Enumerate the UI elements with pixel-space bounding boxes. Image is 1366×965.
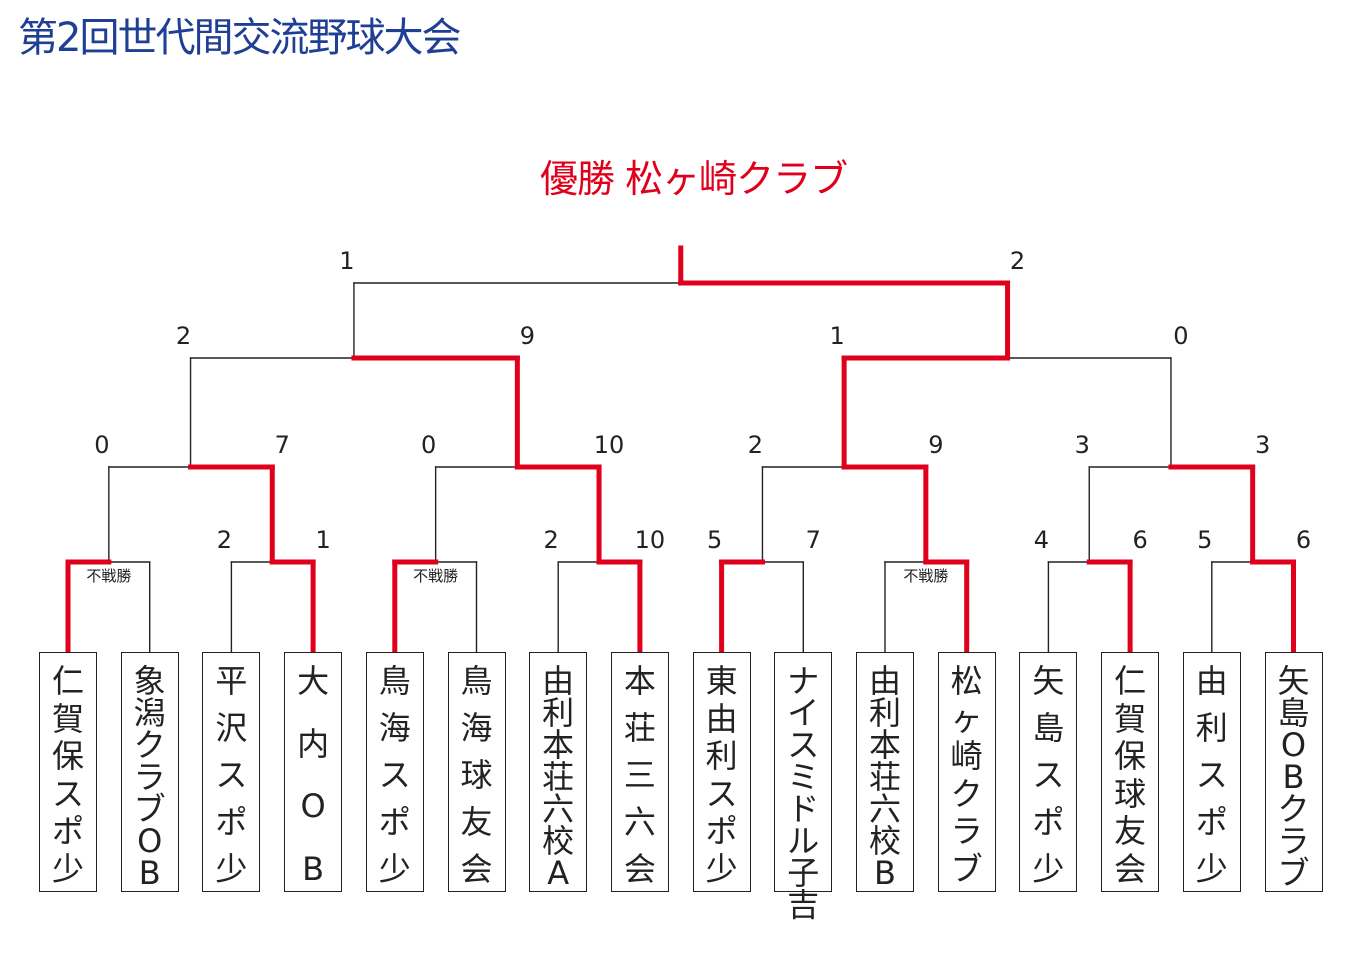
team-name: ナイスミドル子吉 xyxy=(787,662,820,924)
score-label: 2 xyxy=(176,322,191,350)
team-name: 東由利スポ少 xyxy=(705,662,738,888)
team-name: 鳥海スポ少 xyxy=(378,662,411,888)
walkover-label: 不戦勝 xyxy=(86,567,131,585)
score-label: 5 xyxy=(707,526,722,554)
team-box: 東由利スポ少 xyxy=(692,652,751,892)
score-label: 2 xyxy=(1010,247,1025,275)
score-label: 1 xyxy=(339,247,354,275)
score-label: 4 xyxy=(1034,526,1049,554)
score-label: 2 xyxy=(544,526,559,554)
score-label: 7 xyxy=(806,526,821,554)
score-label: 7 xyxy=(275,431,290,459)
score-label: 1 xyxy=(830,322,845,350)
score-label: 9 xyxy=(928,431,943,459)
team-name: 鳥海球友会 xyxy=(460,662,493,888)
score-label: 2 xyxy=(217,526,232,554)
team-name: 松ヶ崎クラブ xyxy=(950,662,983,888)
team-name: 仁賀保スポ少 xyxy=(51,662,84,888)
team-box: 仁賀保球友会 xyxy=(1101,652,1160,892)
team-box: 鳥海球友会 xyxy=(447,652,506,892)
score-label: 6 xyxy=(1296,526,1311,554)
team-box: 松ヶ崎クラブ xyxy=(937,652,996,892)
team-box: 平沢スポ少 xyxy=(202,652,261,892)
team-name: 平沢スポ少 xyxy=(215,662,248,888)
score-label: 3 xyxy=(1075,431,1090,459)
team-name: 由利スポ少 xyxy=(1195,662,1228,888)
team-name: 仁賀保球友会 xyxy=(1114,662,1147,888)
team-name: 本荘三六会 xyxy=(623,662,656,888)
score-label: 2 xyxy=(748,431,763,459)
score-label: 5 xyxy=(1197,526,1212,554)
score-label: 0 xyxy=(94,431,109,459)
score-label: 6 xyxy=(1132,526,1147,554)
score-label: 0 xyxy=(1173,322,1188,350)
score-label: 0 xyxy=(421,431,436,459)
team-box: 矢島スポ少 xyxy=(1019,652,1078,892)
champion-banner: 優勝 松ヶ崎クラブ xyxy=(540,157,848,201)
score-label: 9 xyxy=(520,322,535,350)
score-label: 1 xyxy=(315,526,330,554)
walkover-label: 不戦勝 xyxy=(903,567,948,585)
team-box: 本荘三六会 xyxy=(610,652,669,892)
team-box: 鳥海スポ少 xyxy=(365,652,424,892)
page-title: 第2回世代間交流野球大会 xyxy=(18,15,461,61)
score-label: 10 xyxy=(635,526,666,554)
score-label: 3 xyxy=(1255,431,1270,459)
score-label: 10 xyxy=(594,431,625,459)
walkover-label: 不戦勝 xyxy=(413,567,458,585)
team-name: 矢島スポ少 xyxy=(1032,662,1065,888)
team-box: 由利スポ少 xyxy=(1182,652,1241,892)
team-box: 仁賀保スポ少 xyxy=(39,652,97,892)
team-box: ナイスミドル子吉 xyxy=(774,652,833,924)
